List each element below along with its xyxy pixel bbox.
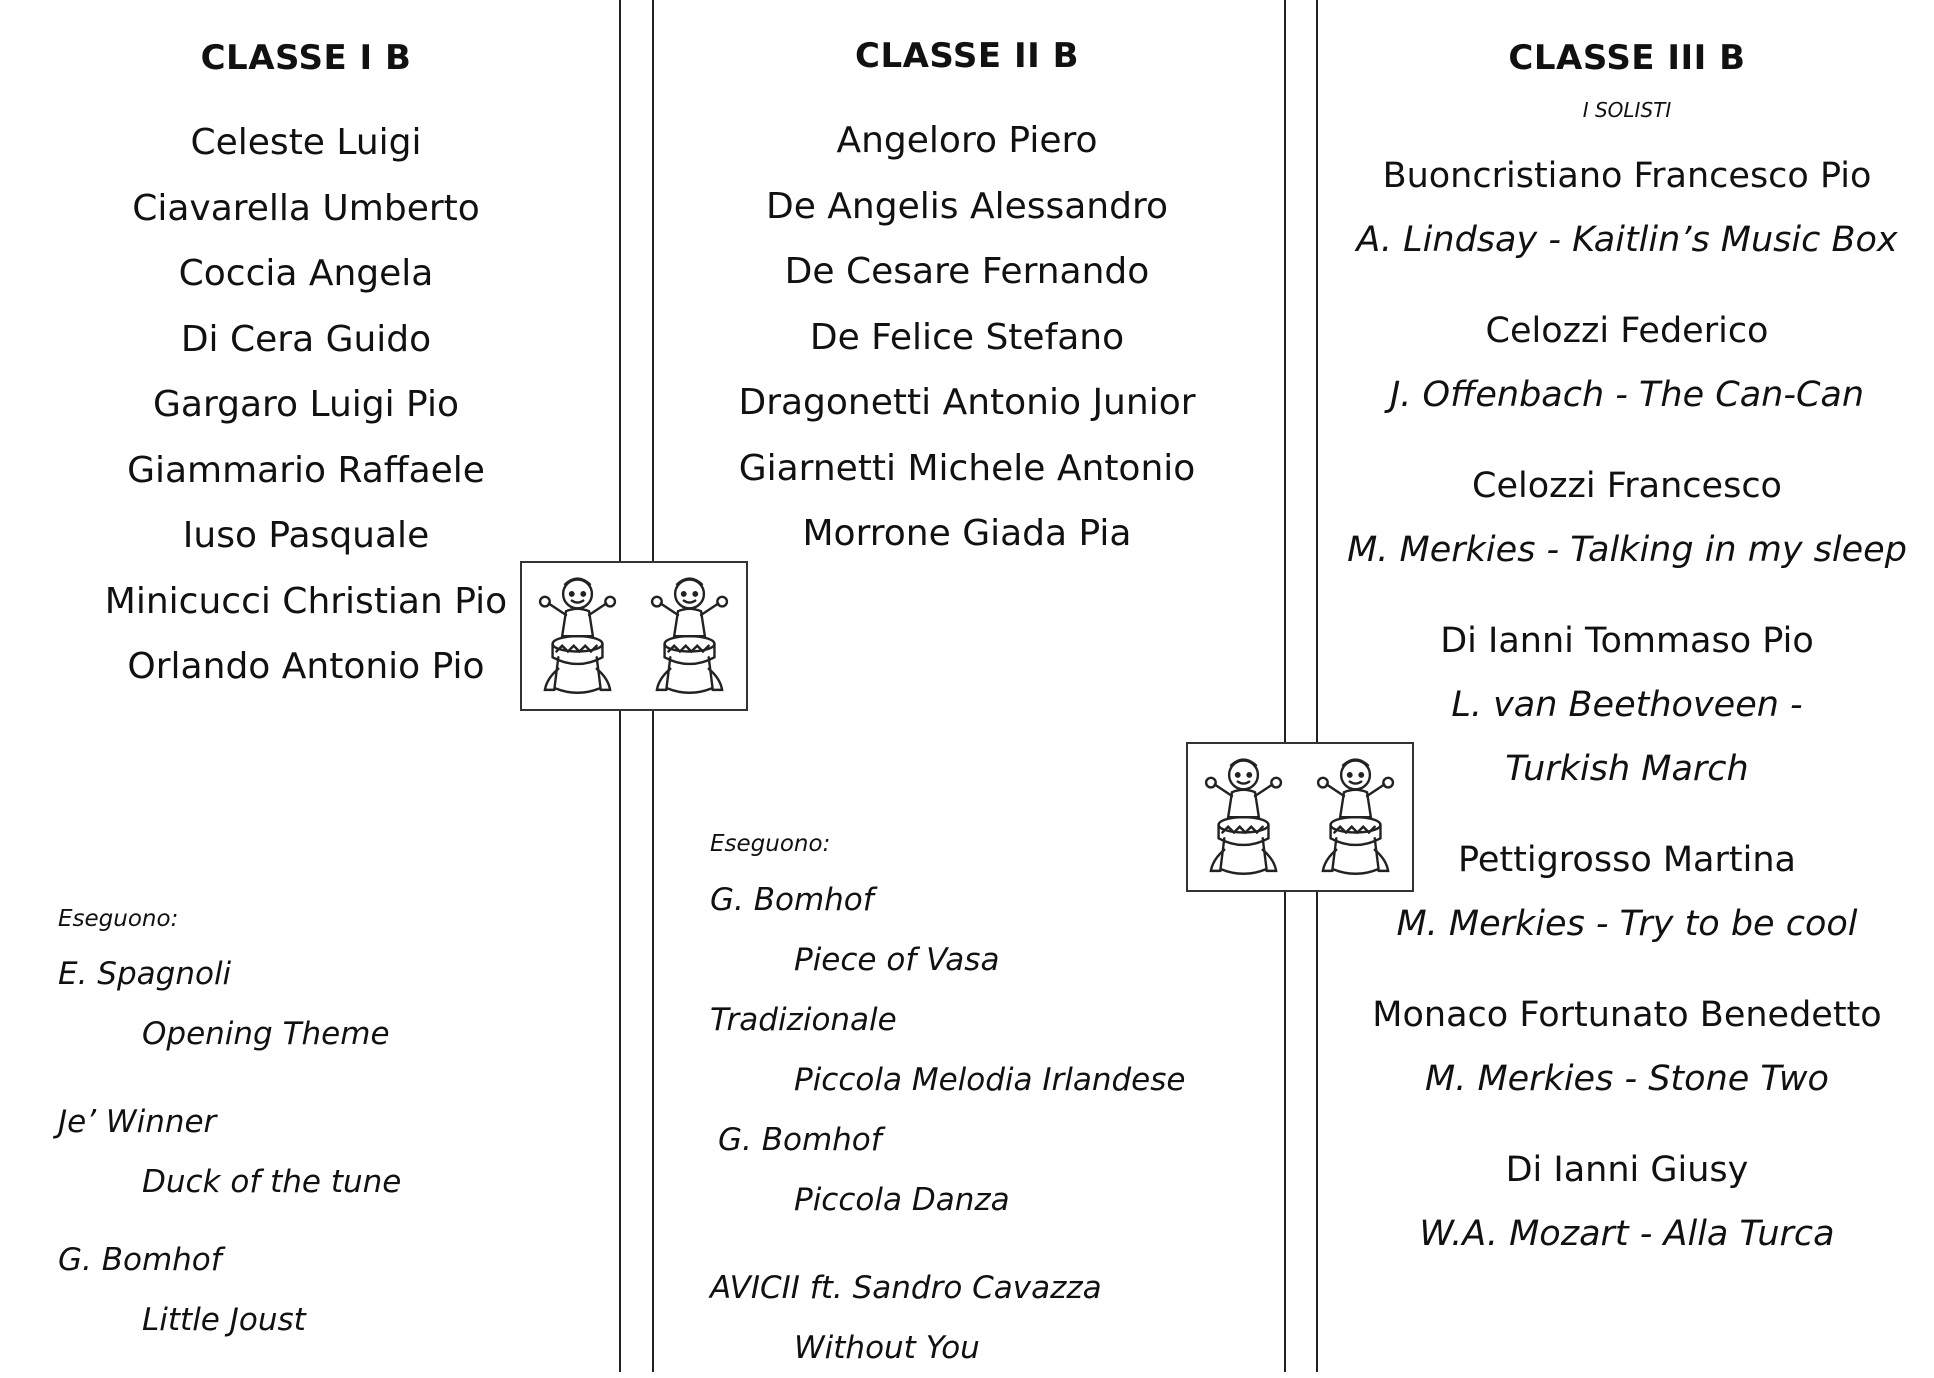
soloist-name: Di Ianni Giusy [1505, 1150, 1749, 1190]
student-list: Celeste Luigi Ciavarella Umberto Coccia … [0, 110, 612, 700]
composer: E. Spagnoli [58, 956, 232, 992]
composer: Tradizionale [710, 1002, 897, 1038]
student-name: De Cesare Fernando [784, 251, 1150, 292]
soloist-entry: Buoncristiano Francesco Pio A. Lindsay -… [1320, 144, 1934, 272]
soloist-piece: A. Lindsay - Kaitlin’s Music Box [1356, 220, 1898, 260]
soloist-piece: M. Merkies - Try to be cool [1396, 904, 1858, 944]
soloist-piece: W.A. Mozart - Alla Turca [1419, 1214, 1835, 1254]
composer: G. Bomhof [710, 882, 874, 918]
soloist-list: Buoncristiano Francesco Pio A. Lindsay -… [1320, 144, 1934, 1293]
soloist-entry: Pettigrosso Martina M. Merkies - Try to … [1320, 828, 1934, 956]
piece-title: Piece of Vasa [794, 942, 1000, 978]
soloist-name: Celozzi Federico [1485, 311, 1769, 351]
drummer-child-icon [1317, 758, 1395, 875]
student-name: Coccia Angela [178, 253, 434, 294]
soloist-piece-line2: Turkish March [1505, 749, 1749, 789]
piece-title: Little Joust [142, 1302, 306, 1338]
drummer-child-icon [539, 577, 617, 694]
soloist-piece: L. van Beethoveen - [1451, 685, 1803, 725]
soloist-entry: Celozzi Federico J. Offenbach - The Can-… [1320, 299, 1934, 427]
soloist-entry: Monaco Fortunato Benedetto M. Merkies - … [1320, 983, 1934, 1111]
soloist-piece: J. Offenbach - The Can-Can [1389, 375, 1865, 415]
soloist-name: Pettigrosso Martina [1458, 840, 1796, 880]
drummer-child-icon [1205, 758, 1283, 875]
soloist-piece: M. Merkies - Stone Two [1425, 1059, 1829, 1099]
column-classe-1b: CLASSE I B Celeste Luigi Ciavarella Umbe… [0, 0, 612, 1372]
column-divider-line [1316, 0, 1318, 1372]
composer: G. Bomhof [58, 1242, 222, 1278]
drummer-child-illustration [1186, 742, 1414, 892]
student-list: Angeloro Piero De Angelis Alessandro De … [652, 108, 1282, 567]
drummer-child-icon [651, 577, 729, 694]
drummer-child-illustration [520, 561, 748, 711]
soloist-piece: M. Merkies - Talking in my sleep [1347, 530, 1907, 570]
soloist-name: Celozzi Francesco [1472, 466, 1782, 506]
piece-title: Piccola Danza [794, 1182, 1010, 1218]
student-name: De Felice Stefano [809, 316, 1125, 358]
piece-list: G. Bomhof Piece of Vasa Tradizionale Pic… [710, 870, 1185, 1378]
column-classe-3b: CLASSE III B I SOLISTI Buoncristiano Fra… [1320, 0, 1934, 1372]
student-name: Angeloro Piero [836, 120, 1098, 161]
piece-title: Without You [794, 1330, 980, 1366]
soloist-name: Buoncristiano Francesco Pio [1382, 156, 1872, 196]
soloist-name: Monaco Fortunato Benedetto [1372, 995, 1882, 1035]
soloist-entry: Di Ianni Giusy W.A. Mozart - Alla Turca [1320, 1138, 1934, 1266]
soloist-entry: Celozzi Francesco M. Merkies - Talking i… [1320, 454, 1934, 582]
student-name: Iuso Pasquale [182, 515, 430, 556]
student-name: Di Cera Guido [180, 318, 432, 360]
student-name: Giammario Raffaele [127, 449, 485, 491]
subtitle-soloists: I SOLISTI [1582, 98, 1672, 122]
performs-label: Eseguono: [58, 906, 179, 932]
student-name: Morrone Giada Pia [802, 513, 1132, 554]
student-name: Gargaro Luigi Pio [153, 384, 459, 425]
soloist-entry: Di Ianni Tommaso Pio L. van Beethoveen -… [1320, 609, 1934, 801]
student-name: Minicucci Christian Pio [104, 580, 508, 622]
column-classe-2b: CLASSE II B Angeloro Piero De Angelis Al… [652, 0, 1282, 1372]
column-divider-line [1284, 0, 1286, 1372]
student-name: Ciavarella Umberto [132, 187, 480, 229]
class-title: CLASSE I B [200, 38, 412, 78]
composer: G. Bomhof [718, 1122, 882, 1158]
piece-list: E. Spagnoli Opening Theme Je’ Winner Duc… [58, 944, 401, 1350]
student-name: Giarnetti Michele Antonio [738, 447, 1196, 489]
student-name: De Angelis Alessandro [765, 185, 1168, 227]
composer: Je’ Winner [58, 1104, 217, 1140]
composer: AVICII ft. Sandro Cavazza [710, 1270, 1102, 1306]
piece-title: Duck of the tune [142, 1164, 402, 1200]
student-name: Celeste Luigi [190, 122, 422, 163]
piece-title: Opening Theme [142, 1016, 390, 1052]
piece-title: Piccola Melodia Irlandese [794, 1062, 1186, 1098]
student-name: Dragonetti Antonio Junior [738, 382, 1196, 423]
class-title: CLASSE II B [855, 36, 1079, 76]
soloist-name: Di Ianni Tommaso Pio [1440, 621, 1814, 661]
performs-label: Eseguono: [710, 831, 831, 857]
class-title: CLASSE III B [1508, 38, 1746, 78]
student-name: Orlando Antonio Pio [127, 646, 485, 687]
